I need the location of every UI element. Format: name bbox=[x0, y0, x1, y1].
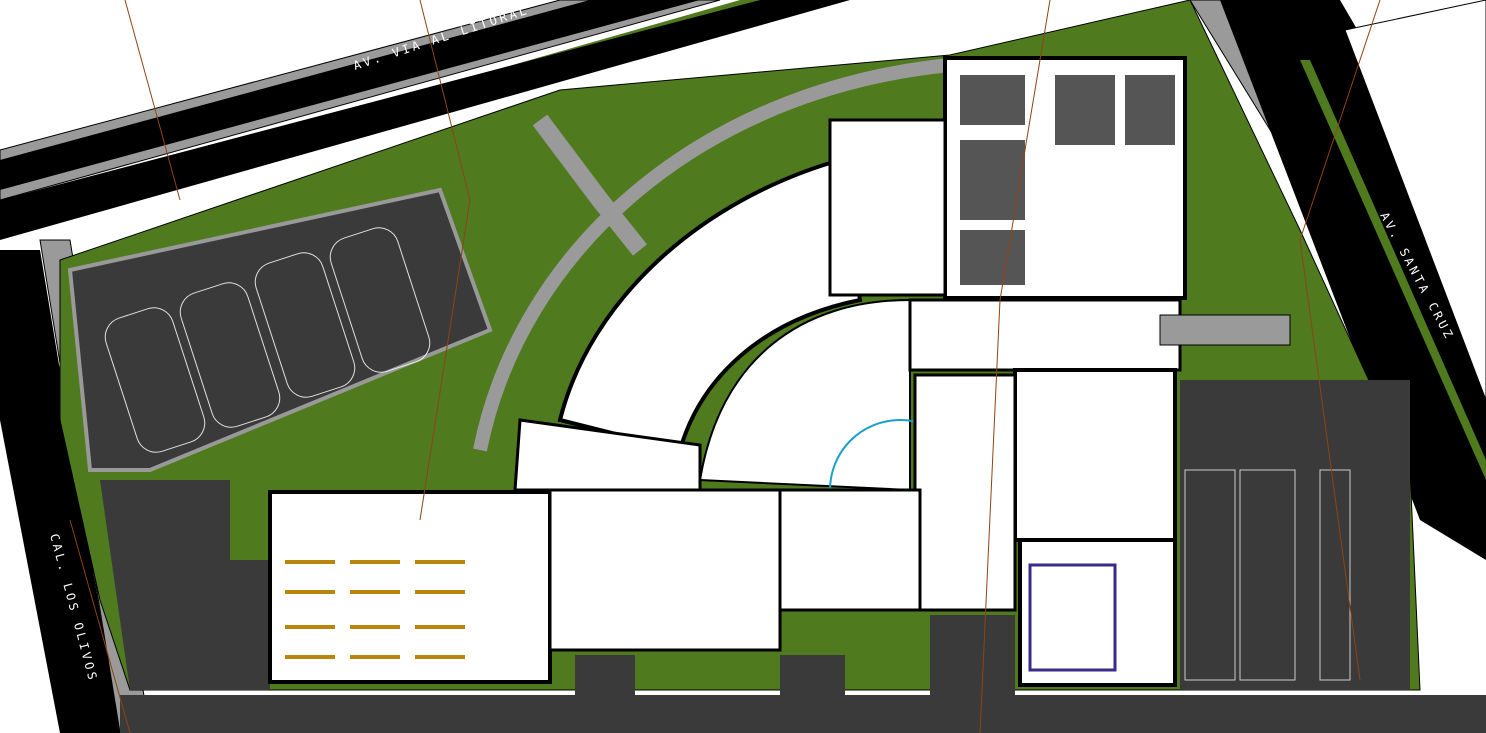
shelf bbox=[285, 590, 335, 594]
cinema-hall bbox=[960, 230, 1025, 285]
east-parking-rows bbox=[1184, 469, 1351, 681]
contour-lines bbox=[69, 0, 1381, 733]
shelf bbox=[350, 655, 400, 659]
south-hall bbox=[778, 488, 922, 612]
south-parking-a bbox=[575, 655, 635, 695]
west-wing bbox=[513, 418, 702, 492]
east-building-block bbox=[1344, 0, 1486, 401]
cinema-hall bbox=[960, 140, 1025, 220]
central-hall bbox=[913, 373, 1017, 612]
parking-row bbox=[1239, 469, 1296, 681]
parking-row bbox=[179, 282, 281, 428]
cinema-hall bbox=[1055, 75, 1115, 145]
south-parking-b bbox=[780, 655, 845, 695]
shelf bbox=[350, 560, 400, 564]
north-sidewalk bbox=[0, 0, 721, 201]
supermarket bbox=[268, 490, 552, 684]
shelf bbox=[415, 590, 465, 594]
parking-row bbox=[254, 252, 356, 398]
main-corridor bbox=[908, 298, 1182, 372]
pool-block bbox=[1018, 538, 1177, 687]
cinema-hall bbox=[1125, 75, 1175, 145]
entrance-path bbox=[532, 114, 648, 256]
shelf bbox=[415, 655, 465, 659]
parking-islands bbox=[104, 227, 431, 453]
shelves bbox=[285, 560, 465, 659]
north-road-2 bbox=[0, 0, 850, 240]
south-parking-c bbox=[930, 615, 1015, 695]
contour bbox=[979, 0, 1051, 733]
parking-row bbox=[104, 307, 206, 453]
contour bbox=[1299, 0, 1381, 681]
shelf bbox=[285, 655, 335, 659]
shelf bbox=[415, 625, 465, 629]
parking-row bbox=[1184, 469, 1236, 681]
north-road bbox=[0, 0, 700, 190]
cinema-halls bbox=[960, 75, 1175, 285]
east-bridge bbox=[1159, 314, 1291, 346]
shelf bbox=[285, 625, 335, 629]
contour bbox=[124, 0, 181, 201]
food-court bbox=[1013, 368, 1177, 542]
east-median bbox=[1300, 60, 1486, 480]
shelf bbox=[415, 560, 465, 564]
contour bbox=[69, 519, 131, 733]
service-block bbox=[548, 488, 782, 652]
south-road bbox=[120, 695, 1486, 733]
curved-walkway bbox=[473, 58, 951, 452]
shelf bbox=[350, 590, 400, 594]
north-tower bbox=[828, 118, 947, 297]
parking-lot-southwest bbox=[100, 480, 270, 690]
pool-lanes bbox=[1028, 563, 1117, 672]
atrium bbox=[698, 298, 911, 492]
shelf bbox=[350, 625, 400, 629]
west-road bbox=[0, 250, 120, 733]
parking-row bbox=[1319, 469, 1351, 681]
shelf bbox=[285, 560, 335, 564]
contour bbox=[419, 0, 471, 521]
parking-row bbox=[329, 227, 431, 373]
cinema-hall bbox=[960, 75, 1025, 125]
parking-lot-west bbox=[67, 187, 493, 472]
